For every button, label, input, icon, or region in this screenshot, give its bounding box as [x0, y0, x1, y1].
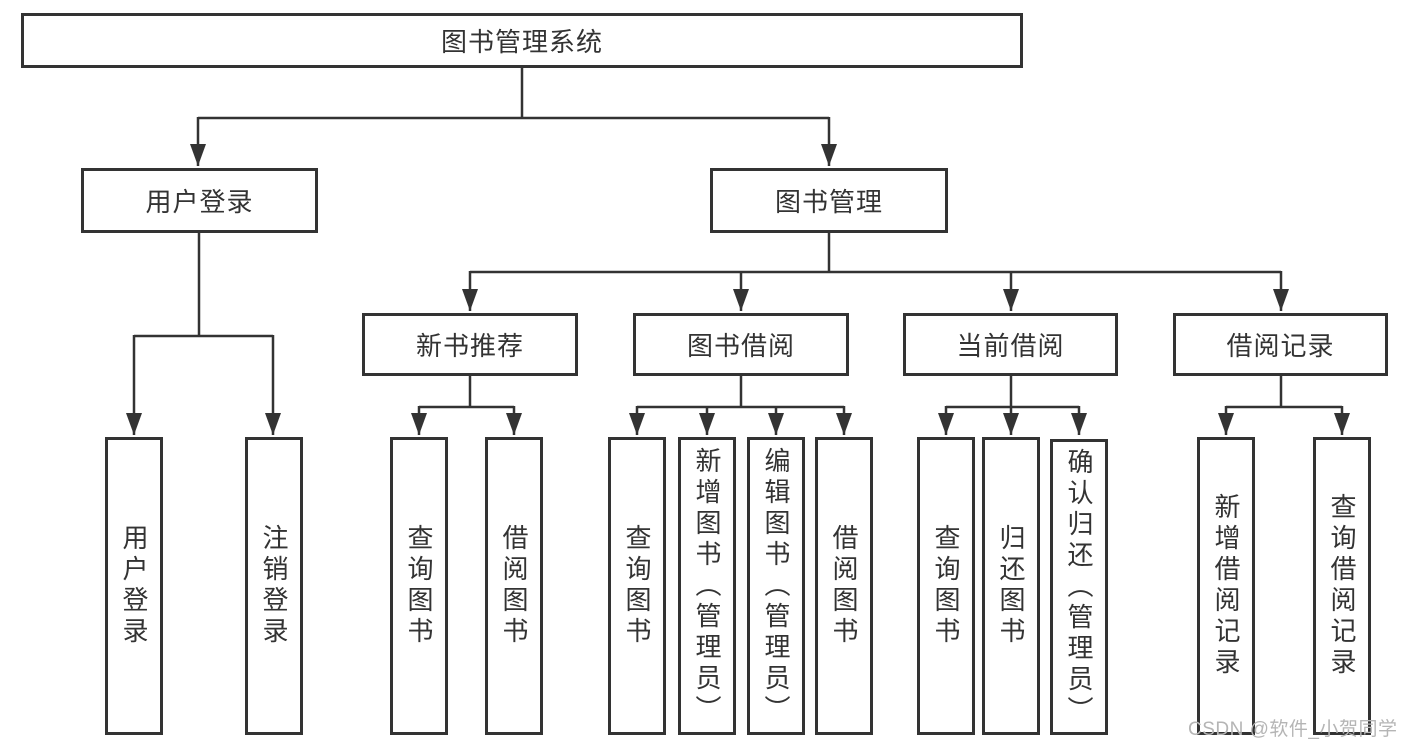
node-root: 图书管理系统 [21, 13, 1023, 68]
leaf-cb-confirm-return-admin-label: 确认归还（管理员） [1064, 447, 1094, 727]
leaf-bb-add-books-admin-label: 新增图书（管理员） [692, 446, 722, 726]
leaf-cb-query-books-label: 查询图书 [931, 524, 961, 648]
leaf-bb-query-books: 查询图书 [608, 437, 666, 735]
node-current-borrowing-label: 当前借阅 [956, 331, 1065, 361]
node-user-login: 用户登录 [81, 168, 318, 233]
leaf-rec-query-books-label: 查询图书 [404, 524, 434, 648]
leaf-cb-return-books: 归还图书 [982, 437, 1040, 735]
node-book-borrowing: 图书借阅 [633, 313, 849, 376]
leaf-rec-query-books: 查询图书 [390, 437, 448, 735]
leaf-rec-borrow-books: 借阅图书 [485, 437, 543, 735]
node-root-label: 图书管理系统 [440, 27, 603, 57]
leaf-bb-query-books-label: 查询图书 [622, 524, 652, 648]
leaf-br-add-record-label: 新增借阅记录 [1211, 493, 1241, 679]
leaf-bb-borrow-books: 借阅图书 [815, 437, 873, 735]
leaf-cb-query-books: 查询图书 [917, 437, 975, 735]
leaf-bb-edit-books-admin: 编辑图书（管理员） [747, 437, 805, 735]
node-new-book-recommendation-label: 新书推荐 [415, 331, 524, 361]
leaf-bb-borrow-books-label: 借阅图书 [829, 524, 859, 648]
leaf-rec-borrow-books-label: 借阅图书 [499, 524, 529, 648]
leaf-bb-add-books-admin: 新增图书（管理员） [678, 437, 736, 735]
node-book-management-label: 图书管理 [774, 187, 883, 217]
node-book-management: 图书管理 [710, 168, 948, 233]
leaf-bb-edit-books-admin-label: 编辑图书（管理员） [761, 446, 791, 726]
leaf-user-login-label: 用户登录 [119, 524, 149, 648]
csdn-watermark: CSDN @软件_小贺同学 [1188, 719, 1398, 740]
node-current-borrowing: 当前借阅 [903, 313, 1118, 376]
leaf-cb-confirm-return-admin: 确认归还（管理员） [1050, 439, 1108, 735]
leaf-logout-label: 注销登录 [259, 524, 289, 648]
node-user-login-label: 用户登录 [145, 187, 254, 217]
node-borrowing-records-label: 借阅记录 [1226, 331, 1335, 361]
leaf-br-query-record: 查询借阅记录 [1313, 437, 1371, 735]
leaf-br-add-record: 新增借阅记录 [1197, 437, 1255, 735]
node-borrowing-records: 借阅记录 [1173, 313, 1388, 376]
leaf-logout: 注销登录 [245, 437, 303, 735]
leaf-user-login: 用户登录 [105, 437, 163, 735]
node-book-borrowing-label: 图书借阅 [686, 331, 795, 361]
leaf-br-query-record-label: 查询借阅记录 [1327, 493, 1357, 679]
leaf-cb-return-books-label: 归还图书 [996, 524, 1026, 648]
node-new-book-recommendation: 新书推荐 [362, 313, 578, 376]
